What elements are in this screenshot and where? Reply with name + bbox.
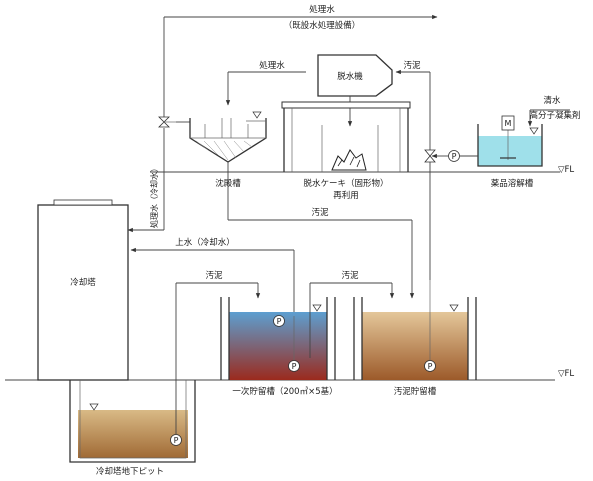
sludge-storage-tank — [353, 297, 477, 380]
pump-icon: P — [170, 434, 182, 446]
cooling-tower — [37, 199, 129, 381]
sludge-right-label: 汚泥 — [341, 270, 359, 281]
polymer-label: 高分子凝集剤 — [529, 110, 580, 121]
reuse-label: 再利用 — [333, 190, 359, 201]
top-existing-facility-label: （既設水処理設備） — [284, 20, 361, 31]
clean-water-label: 清水 — [543, 95, 561, 106]
pit-label: 冷却塔地下ピット — [96, 466, 164, 477]
sludge-top-label: 汚泥 — [403, 60, 421, 71]
valve-icon — [158, 116, 176, 128]
top-treated-water-label: 処理水 — [309, 4, 335, 15]
floor-level-label-upper: ▽FL — [558, 165, 574, 175]
sludge-mid-label: 汚泥 — [311, 207, 329, 218]
water-level-icon — [89, 403, 99, 411]
svg-text:P: P — [428, 362, 433, 371]
treated-water-mid-label: 処理水 — [259, 60, 285, 71]
treated-water-vertical-label: 処理水（冷却水） — [149, 164, 159, 228]
water-level-icon — [449, 304, 459, 312]
motor-icon: M — [501, 115, 515, 131]
svg-text:M: M — [505, 119, 512, 128]
cooling-tower-label: 冷却塔 — [70, 277, 96, 288]
svg-text:P: P — [174, 436, 179, 445]
svg-text:P: P — [292, 362, 297, 371]
water-level-icon — [312, 304, 322, 312]
settling-tank-hatch — [195, 140, 253, 161]
cake-shed — [281, 101, 411, 172]
pump-icon: P — [288, 360, 300, 372]
chemical-tank — [477, 124, 543, 167]
floor-level-label-lower: ▽FL — [558, 369, 574, 379]
pump-icon: P — [448, 150, 460, 162]
pit-tank — [69, 380, 196, 463]
supply-water-label: 上水（冷却水） — [175, 237, 235, 248]
sludge-storage-tank-label: 汚泥貯留槽 — [394, 386, 437, 397]
dewatering-machine-label: 脱水機 — [337, 71, 363, 82]
dewatered-cake-label: 脱水ケーキ（固形物） — [303, 178, 388, 189]
svg-text:P: P — [452, 152, 457, 161]
primary-tank-label: 一次貯留槽（200㎥×5基） — [232, 386, 337, 397]
cake-pile-icon — [331, 149, 367, 171]
svg-text:P: P — [277, 317, 282, 326]
sludge-left-label: 汚泥 — [205, 270, 223, 281]
dewatering-machine — [317, 54, 393, 97]
pump-icon: P — [273, 315, 285, 327]
water-level-icon — [252, 111, 262, 119]
settling-tank — [189, 118, 267, 163]
water-level-icon — [529, 127, 539, 135]
pump-icon: P — [424, 360, 436, 372]
chemical-tank-label: 薬品溶解槽 — [491, 178, 534, 189]
